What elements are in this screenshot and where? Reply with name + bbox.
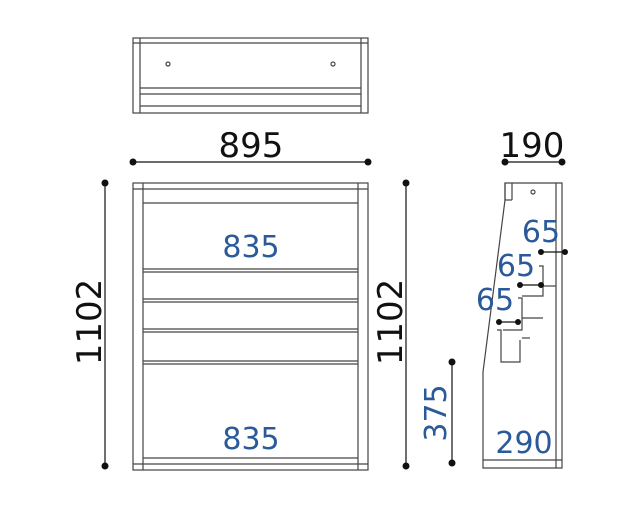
shelf-depth-2-label: 65: [497, 249, 535, 284]
depth-dimension: 190: [500, 126, 566, 166]
base-height-label: 375: [419, 384, 454, 441]
side-shelf-1: [522, 265, 544, 297]
shelf-depth-1-label: 65: [522, 215, 560, 250]
shelf-depth-3-label: 65: [476, 283, 514, 318]
side-shelf-3: [497, 329, 521, 363]
height-dimension-right: 1102: [371, 179, 411, 470]
overall-depth-label: 190: [500, 126, 565, 166]
top-view-hole-right: [330, 61, 336, 67]
base-height-dimension: 375: [419, 358, 456, 467]
height-dimension-left: 1102: [70, 179, 110, 470]
front-view: 835 835: [132, 182, 369, 471]
overall-height-left-label: 1102: [70, 279, 110, 366]
side-shelf-2: [503, 297, 523, 331]
inner-width-bottom-label: 835: [222, 422, 279, 457]
inner-width-top-label: 835: [222, 230, 279, 265]
side-view: 65 65 65 290: [476, 182, 568, 469]
top-view: [132, 37, 369, 114]
side-view-hole: [530, 189, 536, 195]
front-view-outline: [132, 182, 369, 471]
top-view-hole-left: [165, 61, 171, 67]
top-view-outline: [132, 37, 369, 114]
overall-width-label: 895: [219, 126, 284, 166]
overall-height-right-label: 1102: [371, 279, 411, 366]
width-dimension: 895: [129, 126, 372, 166]
base-depth-label: 290: [495, 426, 552, 461]
